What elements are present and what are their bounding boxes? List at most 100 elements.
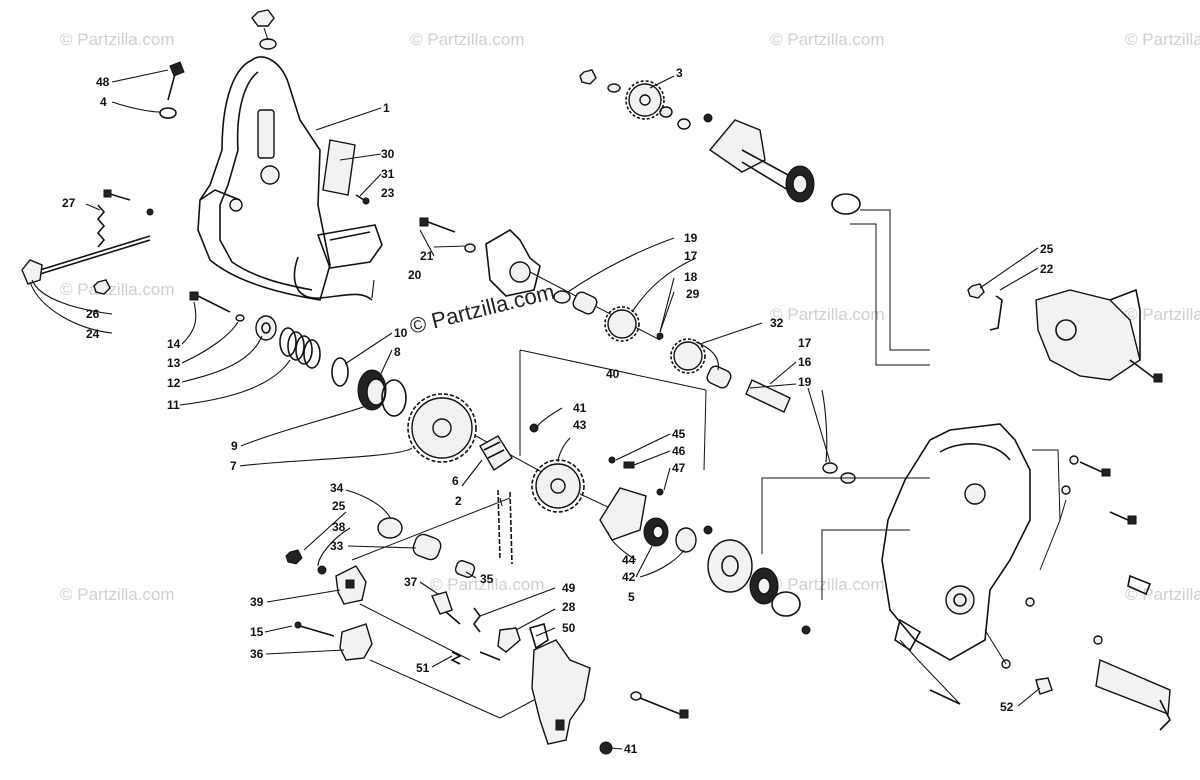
callout-22: 22 <box>1040 262 1054 276</box>
part-46-key <box>623 461 635 469</box>
callout-43: 43 <box>573 418 587 432</box>
part-41-nut-upper <box>529 423 539 433</box>
callout-19-upper: 19 <box>684 231 698 245</box>
part-51-spring <box>450 651 462 665</box>
part-12-cup <box>255 315 277 341</box>
part-29-pin <box>656 332 664 340</box>
callout-45: 45 <box>672 427 686 441</box>
part-20-washer <box>464 243 476 253</box>
callout-44: 44 <box>622 553 636 567</box>
part-21-bolt <box>419 217 456 233</box>
part-25-nut-lower <box>285 549 303 565</box>
group-40-bracket-top <box>519 349 707 391</box>
part-42-bearing <box>643 517 669 547</box>
guide-lower-linkage-2 <box>499 699 535 719</box>
watermark-mid-left: © Partzilla.com <box>60 280 175 299</box>
callout-26: 26 <box>86 307 100 321</box>
housing-right-fasteners <box>929 455 1171 731</box>
guide-upper-to-housing-2 <box>850 223 930 366</box>
watermark-bottom-right: © Partzilla.com <box>1125 585 1200 604</box>
callout-12: 12 <box>167 376 181 390</box>
callout-19-lower: 19 <box>798 375 812 389</box>
part-39-block <box>335 565 367 605</box>
watermark-top-left: © Partzilla.com <box>60 30 175 49</box>
callout-15: 15 <box>250 625 264 639</box>
callout-6: 6 <box>452 474 459 488</box>
part-8-bearing <box>357 369 407 417</box>
part-13-washer <box>235 314 245 322</box>
guide-lower-to-housing-1 <box>761 477 930 554</box>
guide-block-to-chain <box>351 497 511 561</box>
small-nut-near-5 <box>703 525 713 535</box>
part-19-washer-upper <box>553 290 571 304</box>
guide-right-fasteners-2 <box>1059 499 1067 521</box>
callout-labels: 1 2 3 4 5 6 7 8 9 10 11 12 13 14 15 16 1… <box>62 66 1054 756</box>
callout-49: 49 <box>562 581 576 595</box>
guide-housing-bottom-2 <box>984 629 1007 665</box>
watermark-top-mid-left: © Partzilla.com <box>410 30 525 49</box>
part-16-spacer <box>745 379 791 413</box>
part-31-screw <box>355 194 370 205</box>
callout-20: 20 <box>408 268 422 282</box>
part-7-sprocket-large <box>407 393 477 463</box>
part-24-shaft <box>21 235 151 285</box>
part-22-bracket <box>989 295 1003 331</box>
part-18-sprocket <box>604 306 640 342</box>
right-side-cover <box>1035 288 1163 383</box>
part-49-spring <box>473 607 481 633</box>
callout-1: 1 <box>383 101 390 115</box>
callout-40: 40 <box>606 367 620 381</box>
callout-50: 50 <box>562 621 576 635</box>
callout-25-lower: 25 <box>332 499 346 513</box>
callout-10: 10 <box>394 326 408 340</box>
callout-16: 16 <box>798 355 812 369</box>
callout-28: 28 <box>562 600 576 614</box>
callout-41-lower: 41 <box>624 742 638 756</box>
callout-34: 34 <box>330 481 344 495</box>
callout-3: 3 <box>676 66 683 80</box>
part-4-oring <box>159 107 177 119</box>
callout-33: 33 <box>330 539 344 553</box>
watermark-top-right: © Partzilla.com <box>1125 30 1200 49</box>
part-32-sprocket <box>670 338 706 374</box>
callout-7: 7 <box>230 459 237 473</box>
guide-block-lower <box>359 603 471 661</box>
callout-17-upper: 17 <box>684 249 698 263</box>
main-gearcase-housing <box>881 423 1031 661</box>
chaincase-cover <box>197 56 331 301</box>
lower-flange <box>707 539 753 593</box>
bracket-bolt <box>630 691 689 719</box>
part-30-plate <box>322 139 356 196</box>
callout-30: 30 <box>381 147 395 161</box>
watermark-bottom-mid-right: © Partzilla.com <box>770 575 885 594</box>
leader-lines <box>29 69 1041 750</box>
part-35-pin <box>454 560 476 578</box>
part-28-link <box>497 627 521 653</box>
callout-39: 39 <box>250 595 264 609</box>
lower-nut <box>801 625 811 635</box>
part-50-cam <box>529 623 549 650</box>
part-6-gear <box>479 435 513 471</box>
part-26-nut <box>93 279 111 295</box>
part-17-bushing-upper <box>572 291 598 315</box>
part-25-nut-right <box>967 283 985 299</box>
cover-cable <box>293 256 373 301</box>
guide-housing-bottom <box>899 639 961 705</box>
watermark-bottom-left: © Partzilla.com <box>60 585 175 604</box>
part-14-bolt <box>189 291 231 313</box>
callout-13: 13 <box>167 356 181 370</box>
lower-bearing <box>749 567 779 605</box>
part-17-bushing-lower <box>706 365 732 389</box>
callout-11: 11 <box>167 398 180 412</box>
watermark-bottom-center: © Partzilla.com <box>430 575 545 594</box>
callout-36: 36 <box>250 647 264 661</box>
watermark-mid-right: © Partzilla.com <box>770 305 885 324</box>
callout-38: 38 <box>332 520 346 534</box>
callout-52: 52 <box>1000 700 1014 714</box>
callout-23: 23 <box>381 186 395 200</box>
watermark-top-mid-right: © Partzilla.com <box>770 30 885 49</box>
callout-18: 18 <box>684 270 698 284</box>
callout-21: 21 <box>420 249 434 263</box>
part-33-roller <box>412 533 442 561</box>
